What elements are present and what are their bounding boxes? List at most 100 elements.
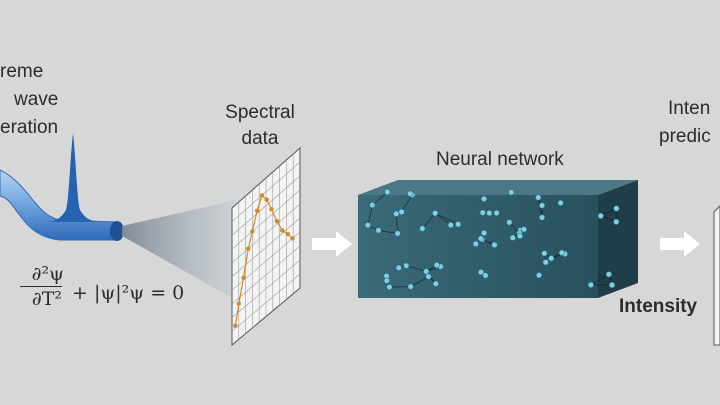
network-node — [506, 219, 513, 226]
network-node — [394, 230, 401, 237]
network-node — [375, 227, 382, 234]
label-data: data — [241, 128, 279, 149]
spectrum-point — [246, 246, 251, 251]
network-node — [538, 214, 546, 221]
network-node — [383, 277, 390, 284]
network-node — [364, 222, 371, 229]
network-node — [548, 255, 555, 262]
network-edge — [401, 194, 413, 213]
network-node — [384, 188, 391, 196]
spectrum-point — [241, 275, 246, 280]
equation-fraction-bottom: ∂T² — [31, 288, 62, 310]
spectrum-point — [259, 193, 265, 198]
spectrum-point — [290, 236, 295, 241]
network-node — [597, 212, 604, 220]
network-node — [455, 221, 462, 228]
network-node — [425, 273, 432, 280]
network-node — [477, 235, 484, 242]
label-intensity-axis: Intensity — [619, 296, 698, 317]
network-node — [393, 210, 400, 218]
spectrum-point — [269, 207, 274, 212]
spectrum-point — [285, 231, 290, 237]
arrow-to-output — [660, 231, 700, 257]
network-node — [432, 280, 439, 287]
network-edge — [367, 205, 373, 226]
rogue-wave-pulse — [45, 133, 102, 222]
equation-fraction-top: ∂²ψ — [31, 263, 64, 285]
network-node — [480, 195, 488, 202]
label-spectral: Spectral — [225, 102, 295, 123]
network-node — [482, 272, 489, 279]
network-node — [433, 262, 440, 269]
spectrum-point — [250, 229, 255, 234]
network-edge — [435, 212, 459, 225]
network-node — [520, 226, 528, 233]
network-edge — [372, 191, 388, 206]
fiber-end — [110, 221, 124, 241]
network-node — [432, 210, 439, 217]
output-panel-edge — [713, 205, 720, 346]
network-node — [403, 262, 410, 269]
network-edge — [410, 276, 429, 287]
network-node — [407, 190, 414, 197]
grid-line — [231, 217, 301, 277]
network-node — [587, 281, 594, 288]
network-node — [613, 205, 620, 212]
spectrum-point — [264, 197, 269, 202]
spectrum-point — [233, 323, 238, 328]
network-node — [491, 241, 498, 249]
label-rogue-wave-1: reme — [0, 61, 44, 82]
network-node — [605, 271, 612, 278]
spectral-grid-panel — [231, 146, 301, 347]
network-node — [386, 283, 393, 291]
label-neural-network: Neural network — [436, 149, 564, 170]
network-edge — [434, 212, 452, 226]
spectrum-point — [236, 301, 241, 306]
network-node — [542, 259, 549, 266]
grid-line — [231, 273, 301, 332]
equation-rest: + |ψ|²ψ = 0 — [72, 282, 185, 304]
network-node — [493, 209, 500, 217]
optical-fiber — [0, 169, 116, 241]
network-edge — [378, 230, 398, 234]
network-node — [407, 283, 414, 290]
network-node — [479, 209, 486, 216]
label-rogue-wave-3: eration — [0, 117, 59, 138]
label-intensity-prediction-2: predic — [659, 126, 711, 147]
network-node — [447, 221, 454, 229]
network-node — [535, 272, 543, 279]
network-edge — [395, 213, 399, 234]
network-edge — [422, 212, 436, 229]
spectrum-point — [280, 228, 285, 233]
equation-fraction-bar — [20, 286, 62, 287]
network-node — [535, 194, 542, 201]
network-node — [423, 268, 430, 275]
label-rogue-wave-2: wave — [14, 89, 59, 110]
network-node — [538, 202, 546, 209]
neural-network-box — [358, 180, 638, 298]
network-node — [509, 234, 516, 241]
network-node — [477, 269, 485, 276]
label-intensity-prediction-1: Inten — [668, 98, 711, 119]
network-node — [395, 264, 402, 271]
network-node — [508, 189, 515, 196]
network-node — [369, 202, 376, 209]
arrow-to-network — [312, 231, 352, 257]
network-node — [613, 218, 620, 225]
grid-line — [231, 259, 301, 318]
network-node — [398, 208, 405, 216]
network-node — [557, 199, 564, 207]
network-node — [419, 225, 426, 232]
network-node — [558, 249, 565, 256]
network-node — [541, 250, 548, 257]
light-cone — [122, 200, 236, 300]
network-node — [516, 232, 524, 240]
network-edge — [406, 265, 427, 272]
grid-line — [231, 245, 301, 305]
network-node — [608, 281, 616, 289]
network-node — [472, 240, 479, 248]
spectrum-point — [274, 219, 280, 224]
network-node — [480, 229, 488, 237]
spectrum-point — [254, 208, 260, 213]
